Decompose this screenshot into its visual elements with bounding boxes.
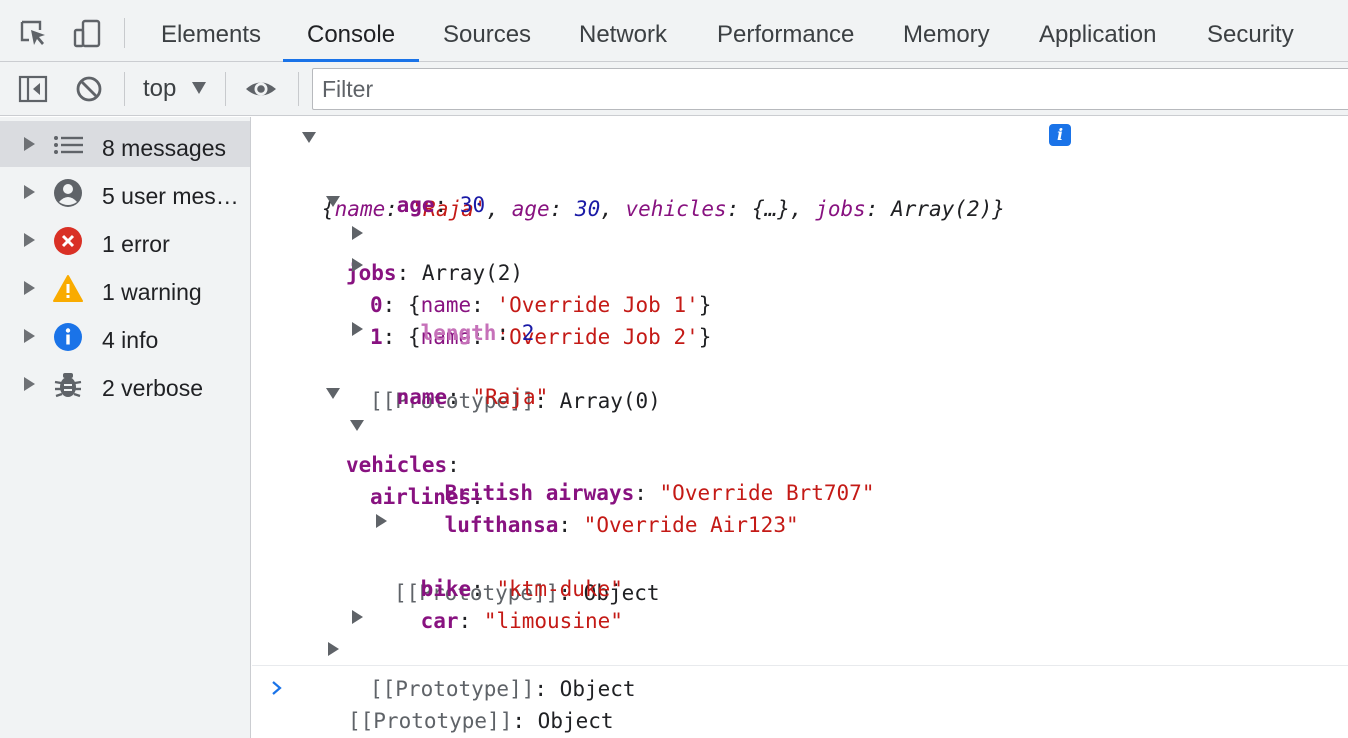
collapse-arrow-icon[interactable]	[350, 420, 364, 431]
bug-icon	[53, 370, 83, 400]
collapse-arrow-icon[interactable]	[302, 132, 316, 143]
error-icon	[53, 226, 83, 256]
property-row-lufthansa: lufthansa: "Override Air123"	[444, 513, 799, 537]
sidebar-item-errors[interactable]: 1 error	[0, 217, 250, 263]
filter-input[interactable]	[313, 69, 1348, 109]
chevron-down-icon[interactable]	[192, 82, 206, 94]
expand-arrow-icon[interactable]	[24, 377, 35, 391]
expand-arrow-icon[interactable]	[24, 137, 35, 151]
tab-bar-separator	[124, 18, 125, 48]
device-toolbar-icon[interactable]	[72, 18, 102, 48]
tab-network[interactable]: Network	[579, 21, 668, 48]
property-row-length: length: 2	[420, 321, 535, 345]
list-icon	[53, 130, 83, 160]
expand-arrow-icon[interactable]	[352, 322, 363, 336]
toolbar-separator	[124, 72, 125, 106]
toolbar-separator	[225, 72, 226, 106]
expand-arrow-icon[interactable]	[24, 233, 35, 247]
sidebar-item-messages[interactable]: 8 messages	[0, 121, 250, 167]
expand-arrow-icon[interactable]	[24, 185, 35, 199]
property-row-object-prototype[interactable]: [[Prototype]]: Object	[328, 631, 614, 733]
expand-arrow-icon[interactable]	[24, 329, 35, 343]
sidebar-item-label: 2 verbose	[102, 375, 204, 401]
expand-arrow-icon[interactable]	[352, 610, 363, 624]
collapse-arrow-icon[interactable]	[326, 388, 340, 399]
info-icon	[53, 322, 83, 352]
object-summary-row[interactable]: {name: 'Raja', age: 30, vehicles: {…}, j…	[302, 119, 1005, 221]
property-row-vehicles-prototype[interactable]: [[Prototype]]: Object	[352, 599, 636, 701]
console-divider	[252, 665, 1348, 666]
property-row-age: age: 30	[396, 193, 486, 217]
inspect-element-icon[interactable]	[18, 18, 48, 48]
property-row-jobs-prototype[interactable]: [[Prototype]]: Array(0)	[352, 311, 661, 413]
filter-field[interactable]	[312, 68, 1348, 110]
console-toolbar: top	[0, 62, 1348, 116]
warning-icon	[53, 274, 83, 304]
context-selector[interactable]: top	[143, 75, 177, 102]
sidebar-item-warnings[interactable]: 1 warning	[0, 265, 250, 311]
expand-arrow-icon[interactable]	[352, 226, 363, 240]
sidebar-item-label: 1 warning	[102, 279, 202, 305]
property-row-name: name: "Raja"	[396, 385, 549, 409]
tab-application[interactable]: Application	[1039, 21, 1157, 48]
property-row-job-1[interactable]: 1: {name: 'Override Job 2'}	[352, 247, 711, 349]
tab-memory[interactable]: Memory	[903, 21, 990, 48]
show-sidebar-icon[interactable]	[18, 74, 48, 104]
sidebar-item-label: 4 info	[102, 327, 159, 353]
sidebar-item-label: 1 error	[102, 231, 170, 257]
tab-performance[interactable]: Performance	[717, 21, 855, 48]
tab-security[interactable]: Security	[1207, 21, 1294, 48]
tab-console[interactable]: Console	[282, 0, 420, 62]
expand-arrow-icon[interactable]	[328, 642, 339, 656]
console-prompt-chevron-icon[interactable]	[270, 678, 284, 698]
property-row-vehicles[interactable]: vehicles:	[326, 375, 460, 477]
sidebar-item-user-messages[interactable]: 5 user mes…	[0, 169, 250, 215]
property-row-jobs[interactable]: jobs: Array(2)	[326, 183, 523, 285]
collapse-arrow-icon[interactable]	[326, 196, 340, 207]
console-sidebar: 8 messages 5 user mes… 1 error	[0, 117, 251, 738]
eye-icon[interactable]	[245, 74, 276, 104]
console-output: {name: 'Raja', age: 30, vehicles: {…}, j…	[252, 117, 1348, 738]
info-badge-icon[interactable]: i	[1049, 124, 1071, 146]
expand-arrow-icon[interactable]	[376, 514, 387, 528]
clear-console-icon[interactable]	[74, 74, 104, 104]
devtools-tab-bar: Elements Console Sources Network Perform…	[0, 0, 1348, 62]
property-row-airlines[interactable]: airlines:	[350, 407, 484, 509]
object-preview: {name: 'Raja', age: 30, vehicles: {…}, j…	[322, 197, 1005, 221]
expand-arrow-icon[interactable]	[352, 258, 363, 272]
expand-arrow-icon[interactable]	[24, 281, 35, 295]
tab-sources[interactable]: Sources	[443, 21, 532, 48]
property-row-bike: bike: "ktm-duke"	[420, 577, 623, 601]
property-row-car: car: "limousine"	[420, 609, 623, 633]
property-row-airlines-prototype[interactable]: [[Prototype]]: Object	[376, 503, 660, 605]
sidebar-item-verbose[interactable]: 2 verbose	[0, 361, 250, 407]
tab-elements[interactable]: Elements	[161, 21, 262, 48]
property-row-job-0[interactable]: 0: {name: 'Override Job 1'}	[352, 215, 711, 317]
sidebar-item-label: 5 user mes…	[102, 183, 239, 209]
toolbar-separator	[298, 72, 299, 106]
sidebar-item-info[interactable]: 4 info	[0, 313, 250, 359]
user-icon	[53, 178, 83, 208]
property-row-british-airways: British airways: "Override Brt707"	[444, 481, 875, 505]
sidebar-item-label: 8 messages	[102, 135, 227, 161]
